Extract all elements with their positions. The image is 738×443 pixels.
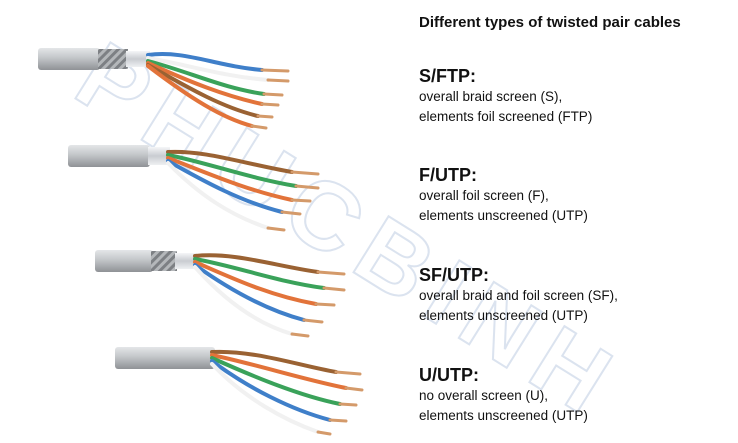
cable-type-futp: F/UTP: overall foil screen (F), elements… (419, 165, 729, 226)
cable-type-name: S/FTP: (419, 66, 476, 86)
cable-type-name: SF/UTP: (419, 265, 489, 285)
cable-type-description-line: elements unscreened (UTP) (419, 308, 588, 323)
cable-type-description-line: elements foil screened (FTP) (419, 109, 593, 124)
cable-uutp-icon (115, 347, 364, 436)
cable-futp-icon (68, 145, 320, 232)
cable-type-description-line: overall braid and foil screen (SF), (419, 288, 618, 303)
cable-type-uutp: U/UTP: no overall screen (U), elements u… (419, 365, 729, 426)
page-title: Different types of twisted pair cables (419, 14, 681, 31)
cable-type-name: F/UTP: (419, 165, 477, 185)
cable-sfutp-icon (95, 250, 346, 338)
cable-type-description-line: elements unscreened (UTP) (419, 408, 588, 423)
cable-type-description-line: no overall screen (U), (419, 388, 549, 403)
cable-type-name: U/UTP: (419, 365, 479, 385)
cable-type-sfutp: SF/UTP: overall braid and foil screen (S… (419, 265, 729, 326)
cable-type-description-line: elements unscreened (UTP) (419, 208, 588, 223)
cable-sftp-icon (38, 48, 290, 130)
cable-type-description-line: overall braid screen (S), (419, 89, 563, 104)
cable-type-sftp: S/FTP: overall braid screen (S), element… (419, 66, 729, 127)
cable-type-description-line: overall foil screen (F), (419, 188, 549, 203)
